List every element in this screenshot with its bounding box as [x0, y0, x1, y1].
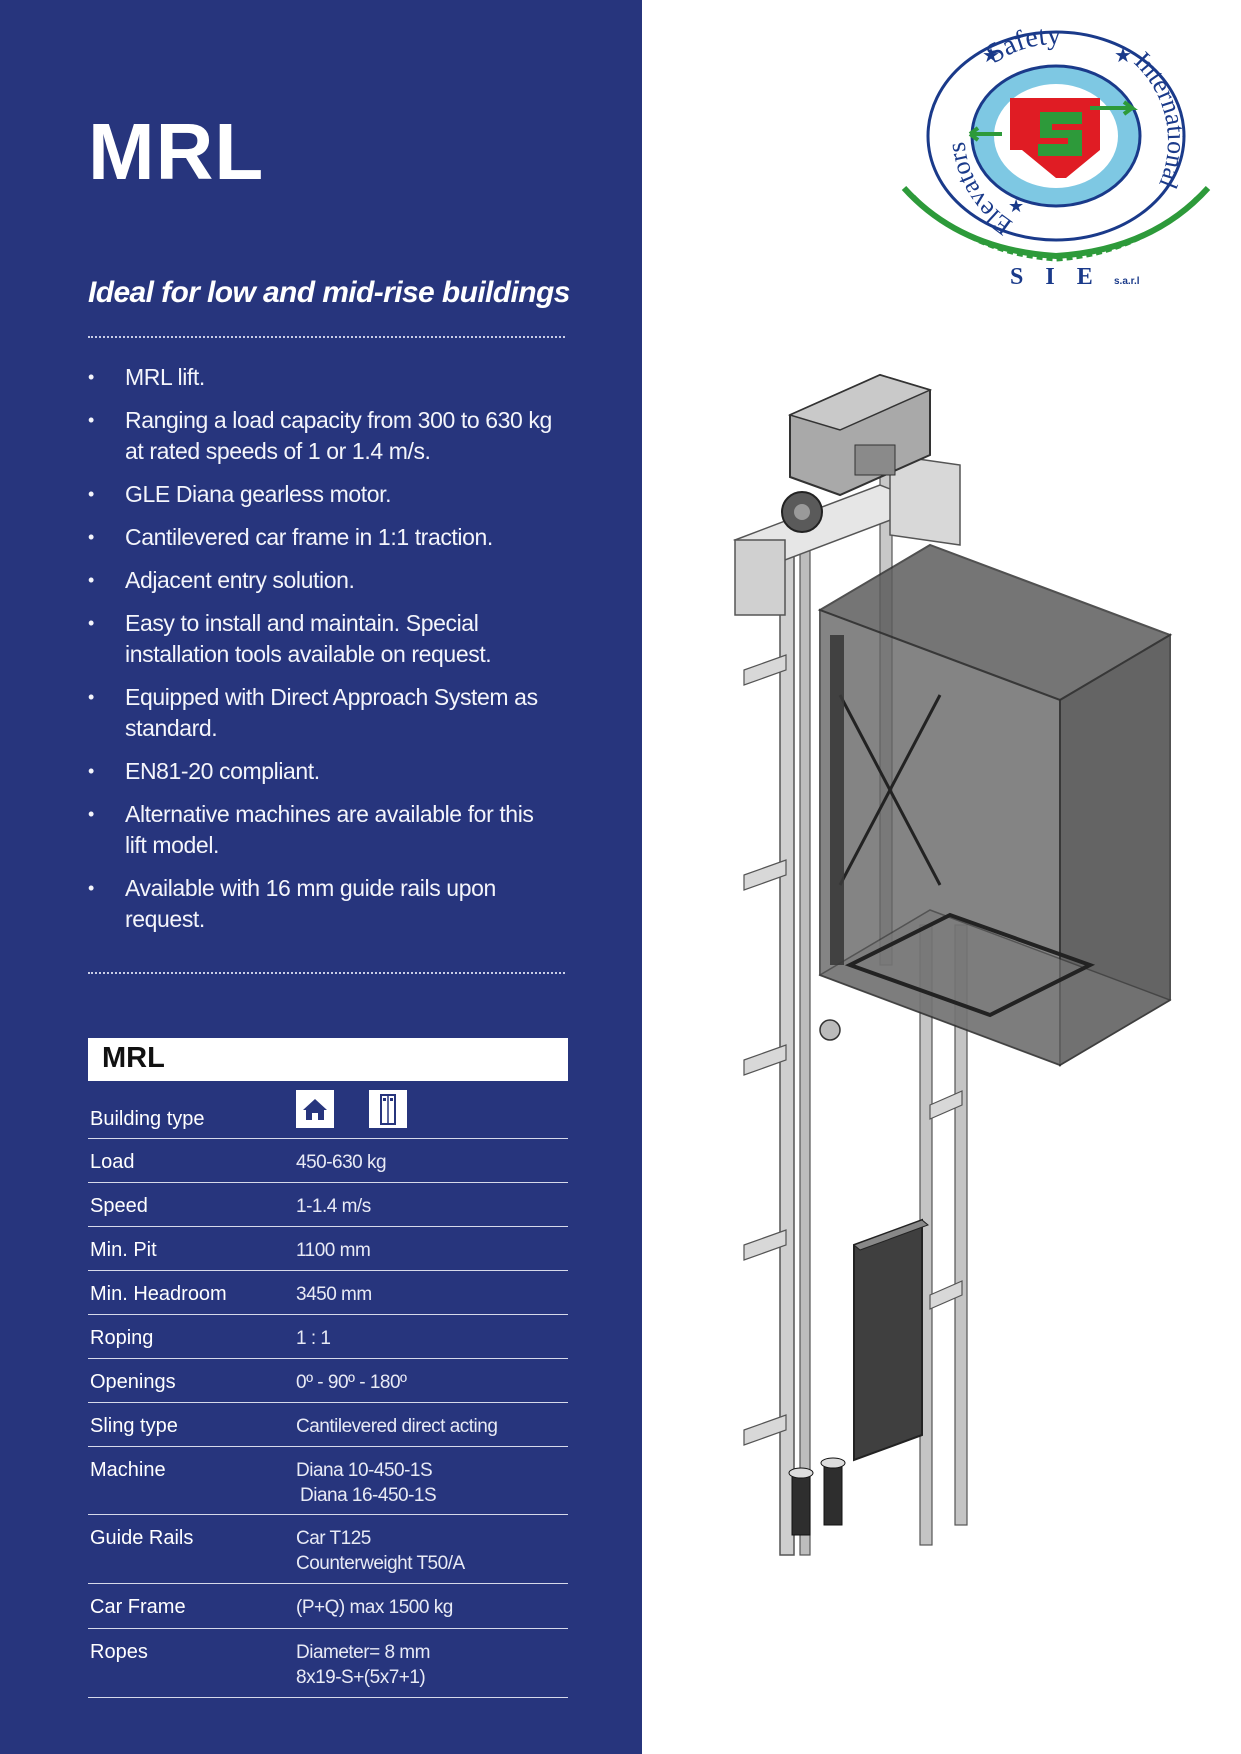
spec-table-title: MRL — [102, 1042, 165, 1074]
spec-table-header: MRL — [88, 1038, 568, 1081]
feature-item: EN81-20 compliant. — [88, 756, 558, 787]
row-label: Min. Headroom — [90, 1283, 227, 1305]
table-row: Guide Rails Car T125 Counterweight T50/A — [88, 1515, 568, 1584]
feature-item: GLE Diana gearless motor. — [88, 479, 558, 510]
elevator-illustration — [732, 373, 1173, 1556]
row-value: 1-1.4 m/s — [296, 1196, 371, 1217]
row-label: Min. Pit — [90, 1239, 157, 1261]
table-row: Car Frame (P+Q) max 1500 kg — [88, 1584, 568, 1629]
row-value: Diameter= 8 mm — [296, 1642, 430, 1663]
row-label: Machine — [90, 1459, 166, 1481]
row-label: Openings — [90, 1371, 176, 1393]
row-value-line2: 8x19-S+(5x7+1) — [296, 1667, 426, 1688]
row-label: Building type — [90, 1108, 205, 1130]
feature-item: MRL lift. — [88, 362, 558, 393]
row-value: 0º - 90º - 180º — [296, 1372, 407, 1393]
feature-item: Cantilevered car frame in 1:1 traction. — [88, 522, 558, 553]
table-row: Sling type Cantilevered direct acting — [88, 1403, 568, 1447]
row-label: Car Frame — [90, 1596, 186, 1618]
table-row: Machine Diana 10-450-1S Diana 16-450-1S — [88, 1447, 568, 1515]
table-row: Roping 1 : 1 — [88, 1315, 568, 1359]
table-row: Min. Headroom 3450 mm — [88, 1271, 568, 1315]
row-label: Ropes — [90, 1641, 148, 1663]
row-value: 1100 mm — [296, 1240, 371, 1261]
row-value: 3450 mm — [296, 1284, 372, 1305]
row-label: Speed — [90, 1195, 148, 1217]
row-value: Cantilevered direct acting — [296, 1416, 498, 1437]
star-icon: ★ — [982, 45, 1000, 67]
table-row: Min. Pit 1100 mm — [88, 1227, 568, 1271]
left-info-panel: MRL Ideal for low and mid-rise buildings… — [0, 0, 642, 1754]
house-icon — [296, 1090, 334, 1128]
row-label: Roping — [90, 1327, 154, 1349]
spec-table: Building type Load 450-630 kg Speed 1-1.… — [88, 1090, 568, 1698]
table-row: Building type — [88, 1090, 568, 1139]
row-value: 450-630 kg — [296, 1152, 387, 1173]
row-value-line2: Diana 16-450-1S — [300, 1485, 437, 1506]
table-row: Ropes Diameter= 8 mm 8x19-S+(5x7+1) — [88, 1629, 568, 1698]
table-row: Load 450-630 kg — [88, 1139, 568, 1183]
row-label: Sling type — [90, 1415, 178, 1437]
table-row: Openings 0º - 90º - 180º — [88, 1359, 568, 1403]
feature-item: Easy to install and maintain. Special in… — [88, 608, 558, 670]
dotted-divider-bottom — [88, 972, 565, 974]
row-value: Diana 10-450-1S — [296, 1460, 433, 1481]
feature-item: Ranging a load capacity from 300 to 630 … — [88, 405, 558, 467]
row-label: Guide Rails — [90, 1527, 194, 1549]
row-value: (P+Q) max 1500 kg — [296, 1597, 453, 1618]
logo-initials: S I E — [1010, 264, 1101, 288]
company-logo: Safety International Elevators ★ ★ ★ S I… — [901, 20, 1211, 288]
building-tower-icon — [369, 1090, 407, 1128]
row-value: 1 : 1 — [296, 1328, 331, 1349]
feature-item: Available with 16 mm guide rails upon re… — [88, 873, 558, 935]
feature-item: Equipped with Direct Approach System as … — [88, 682, 558, 744]
star-icon: ★ — [1008, 196, 1024, 216]
logo-suffix: s.a.r.l — [1114, 276, 1140, 287]
row-label: Load — [90, 1151, 135, 1173]
star-icon: ★ — [1114, 45, 1132, 67]
feature-item: Alternative machines are available for t… — [88, 799, 558, 861]
dotted-divider-top — [88, 336, 565, 338]
page-title: MRL — [88, 107, 265, 196]
feature-list: MRL lift. Ranging a load capacity from 3… — [88, 362, 558, 947]
row-value: Car T125 — [296, 1528, 371, 1549]
subtitle: Ideal for low and mid-rise buildings — [88, 276, 570, 309]
row-value-line2: Counterweight T50/A — [296, 1553, 465, 1574]
table-row: Speed 1-1.4 m/s — [88, 1183, 568, 1227]
feature-item: Adjacent entry solution. — [88, 565, 558, 596]
